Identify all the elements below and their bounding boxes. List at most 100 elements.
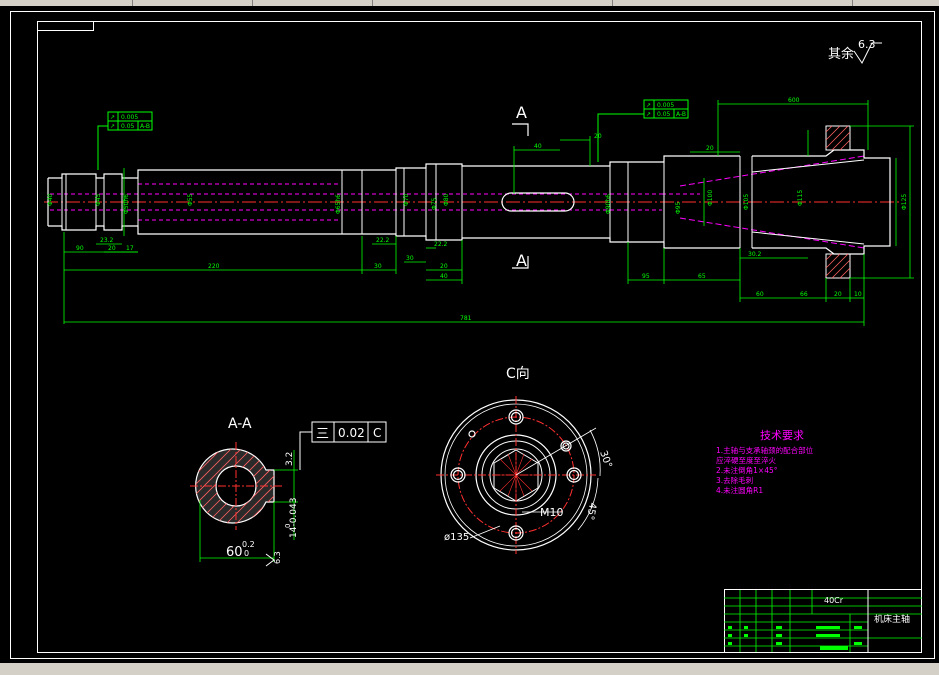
roughness-value: 6.3 — [858, 38, 876, 51]
aa-roughness-symbol — [265, 553, 275, 567]
section-aa-title: A-A — [228, 416, 252, 432]
aa-width-dim: 60 — [226, 545, 243, 560]
aa-width-tol-lower: 0 — [244, 549, 249, 558]
tol-symbol: ↗ — [110, 114, 115, 121]
diameter-labels: Φ40 Φ45 Φ50h6 Φ55 Φ65h6 Φ70 Φ75 Φ80 Φ90h… — [47, 190, 908, 214]
len-label: 40 — [440, 273, 448, 280]
len-label: 22.2 — [376, 237, 390, 244]
dia-label: Φ80 — [443, 193, 450, 206]
len-label: 20 — [440, 263, 448, 270]
len-label: 90 — [76, 245, 84, 252]
len-label: 220 — [208, 263, 220, 270]
len-label: 95 — [642, 273, 650, 280]
tech-req-item: 2.未注倒角1×45° — [716, 465, 778, 475]
aa-key-depth: 3.2 — [285, 452, 295, 466]
dia-label: Φ40 — [47, 193, 54, 206]
taper-line-top — [751, 159, 865, 173]
tech-req-title: 技术要求 — [760, 429, 804, 442]
toolbar-separator — [852, 0, 853, 6]
title-block: 40Cr 机床主轴 — [724, 589, 922, 653]
window-title-strip — [0, 0, 939, 6]
aa-width-tol-upper: 0.2 — [242, 540, 255, 549]
tol-symbol: ↗ — [646, 102, 651, 109]
shaft-step-lines — [61, 156, 753, 248]
outer-border — [10, 11, 935, 659]
toolbar-separator — [132, 0, 133, 6]
tol-symbol: ↗ — [110, 123, 115, 130]
tolerance-frame-left: ↗ 0.005 ↗ 0.05 A-B — [97, 111, 153, 170]
tol-symbol: ↗ — [646, 111, 651, 118]
len-label: 20 — [108, 245, 116, 252]
title-block-material: 40Cr — [824, 596, 844, 605]
corner-code-box — [37, 21, 94, 31]
dia-label: Φ125 — [901, 194, 908, 210]
cad-drawing-canvas[interactable]: 其余 6.3 — [0, 6, 939, 663]
section-cut-markers: A A — [512, 103, 529, 270]
len-label: 22.2 — [434, 241, 448, 248]
len-label: 30 — [406, 255, 414, 262]
view-c-thread: M10 — [540, 506, 564, 519]
tech-req-item: 1.主轴与支承轴颈的配合部位 — [716, 445, 814, 455]
section-label-bottom: A — [516, 251, 527, 270]
aa-tol-datum: C — [373, 426, 381, 440]
view-c-angle-2: 45° — [584, 501, 598, 520]
dia-label: Φ50h6 — [123, 194, 130, 214]
title-block-part-name: 机床主轴 — [874, 613, 910, 625]
tol-datum: A-B — [140, 123, 150, 130]
dia-label: Φ105 — [743, 194, 750, 210]
len-label: 23.2 — [100, 237, 114, 244]
taper-hidden-bottom — [679, 217, 865, 249]
dia-label: Φ115 — [797, 190, 804, 206]
drawing-frame — [37, 21, 922, 653]
bolt-holes — [450, 409, 582, 541]
technical-requirements: 技术要求 1.主轴与支承轴颈的配合部位 应淬硬至度至淬火 2.未注倒角1×45°… — [716, 429, 814, 495]
dia-label: Φ55 — [187, 193, 194, 206]
taper-hidden-top — [679, 155, 865, 187]
view-c: C向 30° 45° M10 — [436, 366, 614, 554]
tol-value: 0.005 — [121, 114, 138, 121]
len-label: 17 — [126, 245, 134, 252]
shaft-main-view: Φ40 Φ45 Φ50h6 Φ55 Φ65h6 Φ70 Φ75 Φ80 Φ90h… — [44, 97, 914, 326]
roughness-symbol — [853, 42, 882, 64]
taper-nose — [752, 149, 891, 255]
tech-req-item: 4.未注圆角R1 — [716, 485, 763, 495]
tolerance-frame-right: ↗ 0.005 ↗ 0.05 A-B — [597, 99, 689, 162]
len-label: 60 — [756, 291, 764, 298]
tol-value: 0.05 — [121, 123, 135, 130]
len-label: 65 — [698, 273, 706, 280]
dia-label: Φ70 — [403, 193, 410, 206]
len-label: 30 — [374, 263, 382, 270]
toolbar-separator — [252, 0, 253, 6]
title-block-marks — [728, 626, 862, 650]
tol-value: 0.05 — [657, 111, 671, 118]
status-bar — [0, 663, 939, 675]
flange-section — [825, 125, 851, 279]
tol-datum: A-B — [676, 111, 686, 118]
view-c-title: C向 — [506, 366, 530, 382]
len-label: 20 — [594, 133, 602, 140]
len-label: 600 — [788, 97, 800, 104]
shaft-outline — [47, 155, 740, 249]
len-label: 40 — [534, 143, 542, 150]
section-view-aa: A-A 三 0.02 C 60 — [190, 416, 387, 567]
dia-label: Φ75 — [431, 197, 438, 210]
len-label: 781 — [460, 315, 472, 322]
aa-height-dim: 14-0.043 — [289, 498, 299, 538]
len-label: 66 — [800, 291, 808, 298]
toolbar-separator — [372, 0, 373, 6]
tol-value: 0.005 — [657, 102, 674, 109]
aa-tol-value: 0.02 — [338, 426, 365, 440]
len-label: 30.2 — [748, 251, 762, 258]
length-labels: 90 23.2 20 17 220 30 22.2 22.2 30 20 40 … — [76, 97, 862, 322]
taper-line-bottom — [751, 231, 865, 245]
dimension-lines — [63, 100, 914, 326]
view-c-pcd: ø135 — [444, 532, 469, 543]
roughness-prefix: 其余 — [828, 46, 854, 62]
aa-roughness: 6.3 — [273, 551, 282, 564]
section-label-top: A — [516, 103, 527, 122]
view-c-angle-1: 30° — [597, 449, 613, 469]
dia-label: Φ90h6 — [605, 194, 612, 214]
dia-label: Φ100 — [707, 190, 714, 206]
aa-tol-symbol: 三 — [316, 427, 329, 442]
toolbar-separator — [612, 0, 613, 6]
